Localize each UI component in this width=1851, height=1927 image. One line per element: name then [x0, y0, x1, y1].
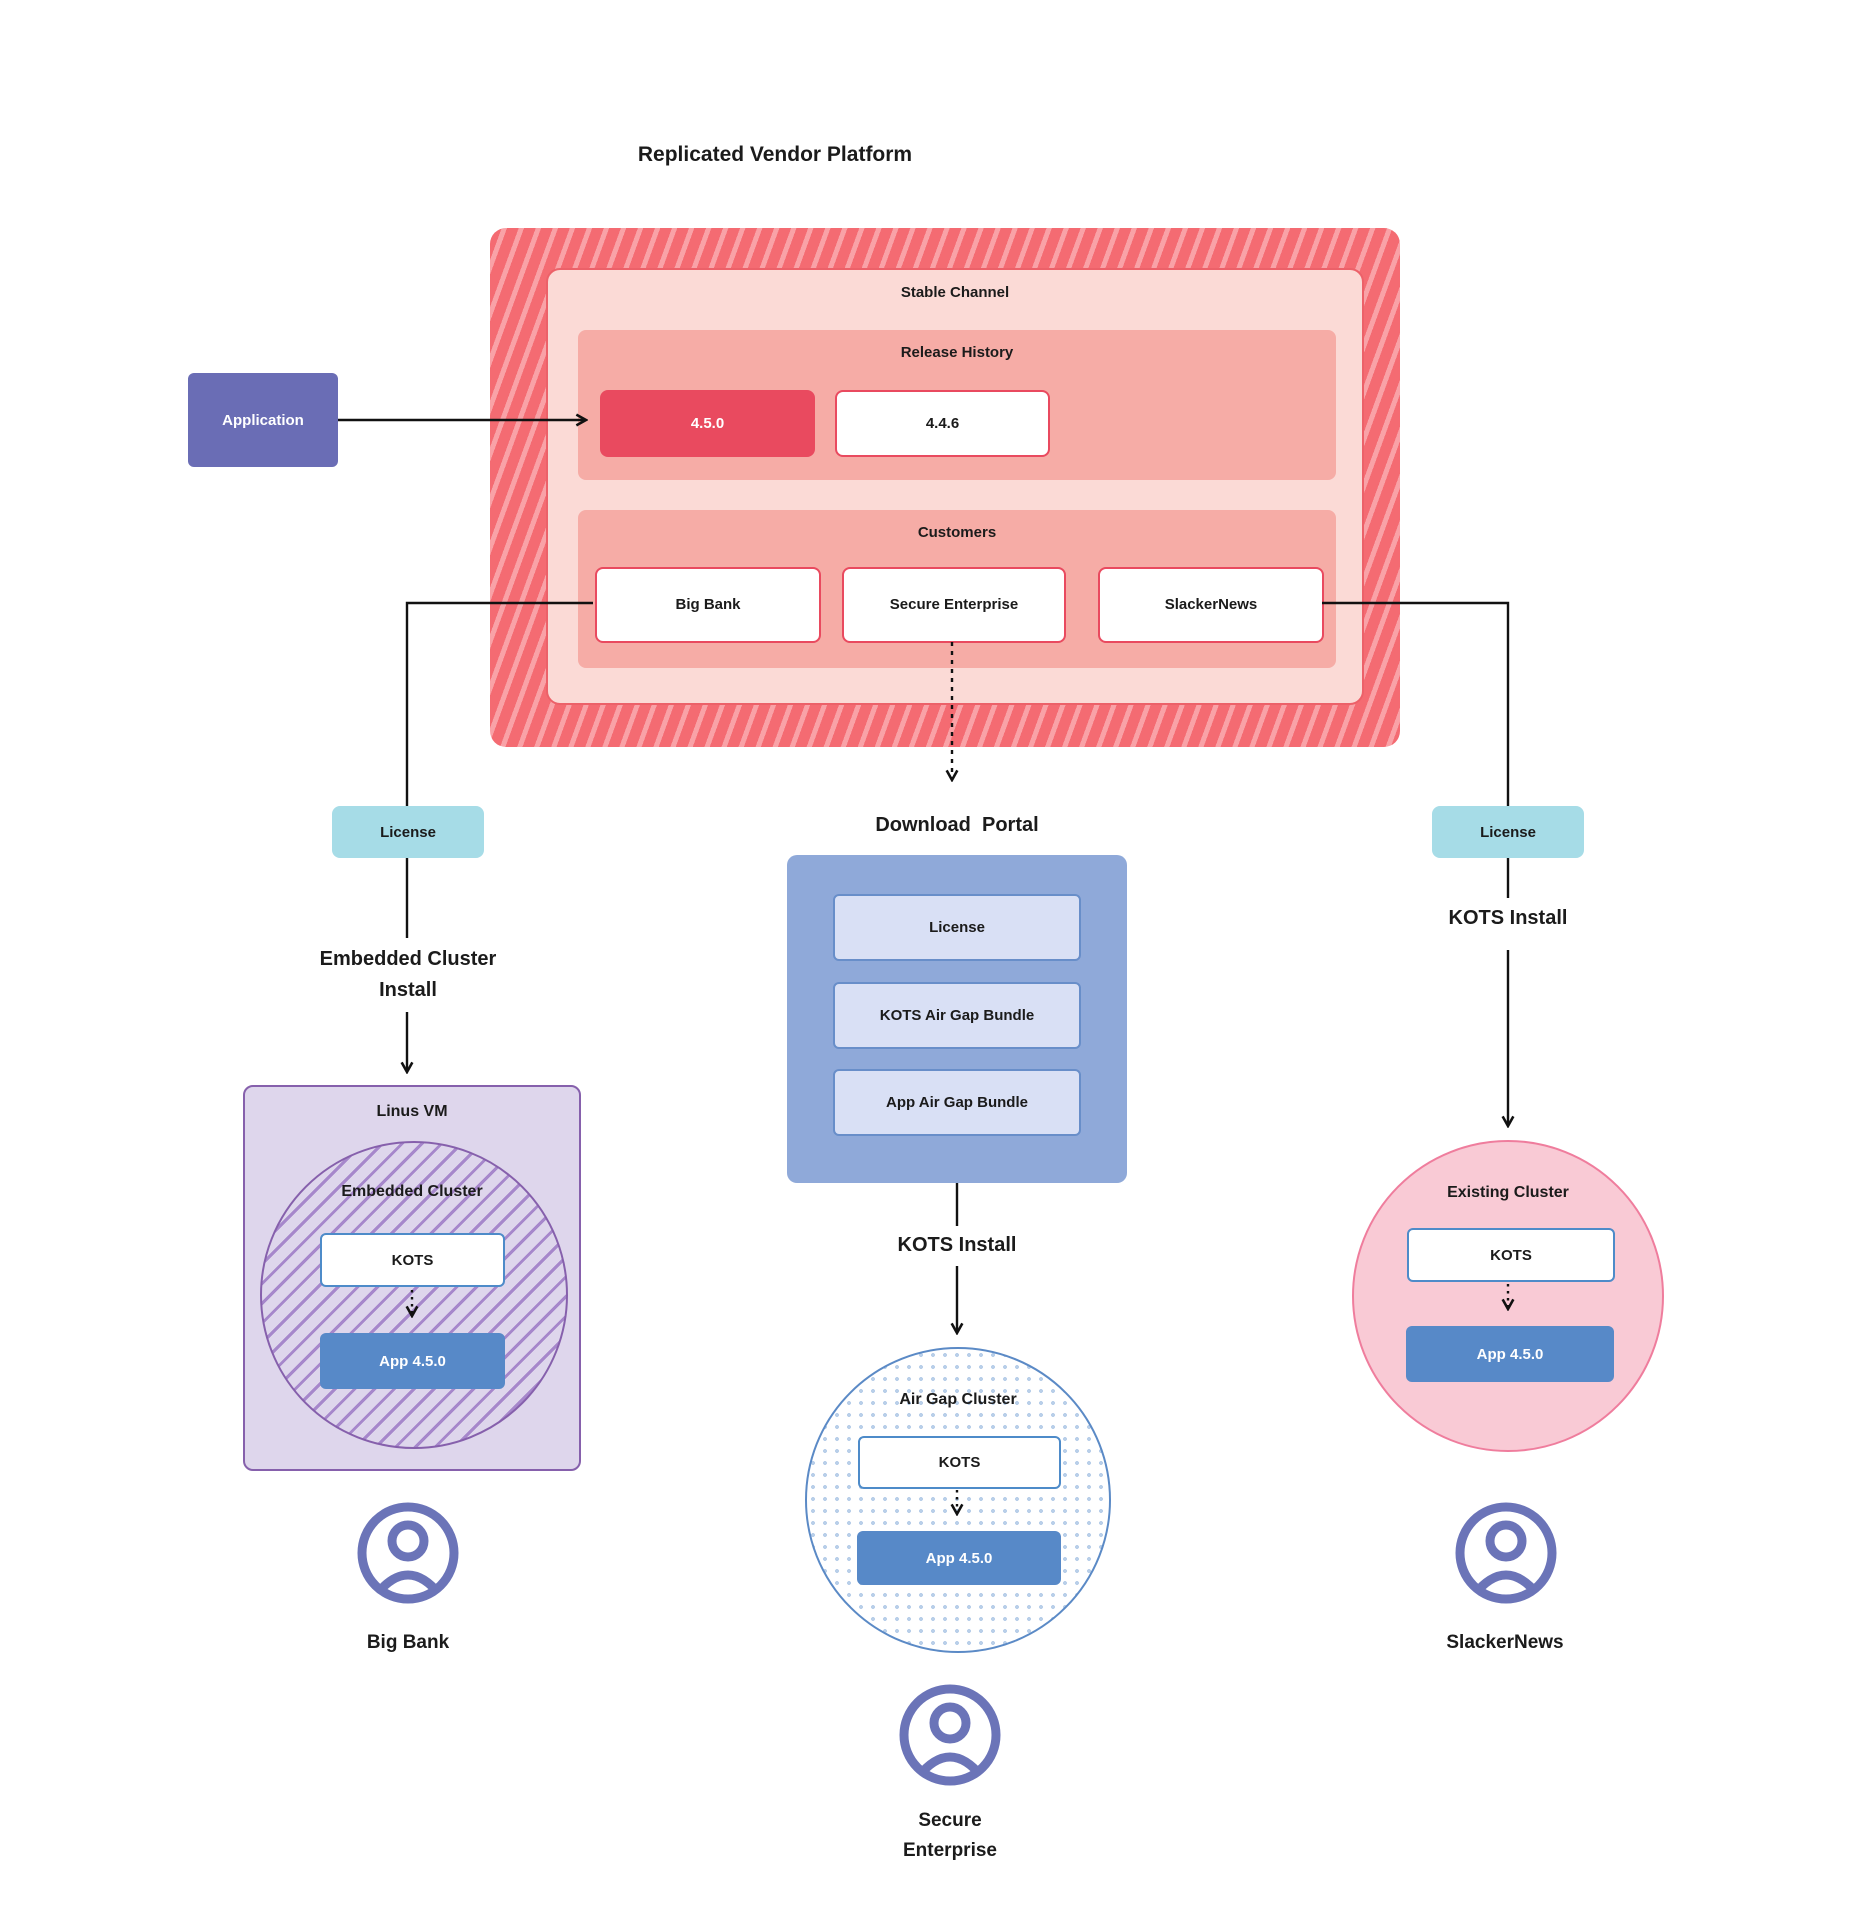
- stable-channel-label: Stable Channel: [900, 284, 1010, 301]
- linus-vm-box: Linus VM Embedded Cluster KOTS App 4.5.0: [243, 1085, 581, 1471]
- kots-box-left: KOTS: [320, 1233, 505, 1287]
- stable-channel-box: Stable Channel Release History 4.5.0 4.4…: [546, 268, 1364, 705]
- customer-secure-enterprise: Secure Enterprise: [842, 567, 1066, 643]
- person-icon: [357, 1502, 459, 1604]
- existing-cluster-label: Existing Cluster: [1447, 1184, 1569, 1201]
- customers-box: Customers Big Bank Secure Enterprise Sla…: [578, 510, 1336, 668]
- customer-big-bank: Big Bank: [595, 567, 821, 643]
- release-4-4-6: 4.4.6: [835, 390, 1050, 457]
- portal-app-bundle-item: App Air Gap Bundle: [833, 1069, 1081, 1136]
- air-gap-cluster-circle: Air Gap Cluster KOTS App 4.5.0: [805, 1347, 1111, 1653]
- portal-kots-bundle-item: KOTS Air Gap Bundle: [833, 982, 1081, 1049]
- release-4-5-0: 4.5.0: [600, 390, 815, 457]
- big-bank-persona-icon: [356, 1501, 460, 1610]
- vendor-platform-box: Stable Channel Release History 4.5.0 4.4…: [490, 228, 1400, 747]
- license-box-right: License: [1432, 806, 1584, 858]
- embedded-cluster-install-line1: Embedded Cluster: [319, 948, 497, 970]
- app-box-left: App 4.5.0: [320, 1333, 505, 1389]
- download-portal-box: License KOTS Air Gap Bundle App Air Gap …: [787, 855, 1127, 1183]
- customer-slackernews: SlackerNews: [1098, 567, 1324, 643]
- app-box-right: App 4.5.0: [1406, 1326, 1614, 1382]
- secure-enterprise-label-line1: Secure: [918, 1810, 982, 1831]
- embedded-cluster-label: Embedded Cluster: [341, 1183, 483, 1200]
- secure-enterprise-persona-label: Secure Enterprise: [850, 1806, 1050, 1866]
- person-icon: [1455, 1502, 1557, 1604]
- application-box: Application: [188, 373, 338, 467]
- linus-vm-label: Linus VM: [376, 1103, 448, 1120]
- customers-label: Customers: [917, 524, 997, 541]
- license-box-left: License: [332, 806, 484, 858]
- air-gap-cluster-label: Air Gap Cluster: [899, 1391, 1017, 1408]
- embedded-cluster-install-label: Embedded Cluster Install: [258, 944, 558, 1006]
- person-icon: [899, 1684, 1001, 1786]
- app-box-middle: App 4.5.0: [857, 1531, 1061, 1585]
- secure-enterprise-persona-icon: [898, 1683, 1002, 1792]
- secure-enterprise-label-line2: Enterprise: [903, 1840, 997, 1861]
- slackernews-persona-icon: [1454, 1501, 1558, 1610]
- slackernews-persona-label: SlackerNews: [1446, 1632, 1564, 1653]
- big-bank-persona-label: Big Bank: [366, 1632, 450, 1653]
- kots-box-right: KOTS: [1407, 1228, 1615, 1282]
- embedded-cluster-circle: [260, 1141, 568, 1449]
- download-portal-title: Download Portal: [875, 814, 1039, 836]
- kots-install-label-middle: KOTS Install: [897, 1234, 1017, 1256]
- kots-install-label-right: KOTS Install: [1448, 907, 1568, 929]
- embedded-cluster-install-line2: Install: [379, 979, 437, 1001]
- release-history-box: Release History 4.5.0 4.4.6: [578, 330, 1336, 480]
- existing-cluster-circle: Existing Cluster KOTS App 4.5.0: [1352, 1140, 1664, 1452]
- release-history-label: Release History: [900, 344, 1014, 361]
- kots-box-middle: KOTS: [858, 1436, 1061, 1489]
- page-title: Replicated Vendor Platform: [637, 143, 913, 166]
- portal-license-item: License: [833, 894, 1081, 961]
